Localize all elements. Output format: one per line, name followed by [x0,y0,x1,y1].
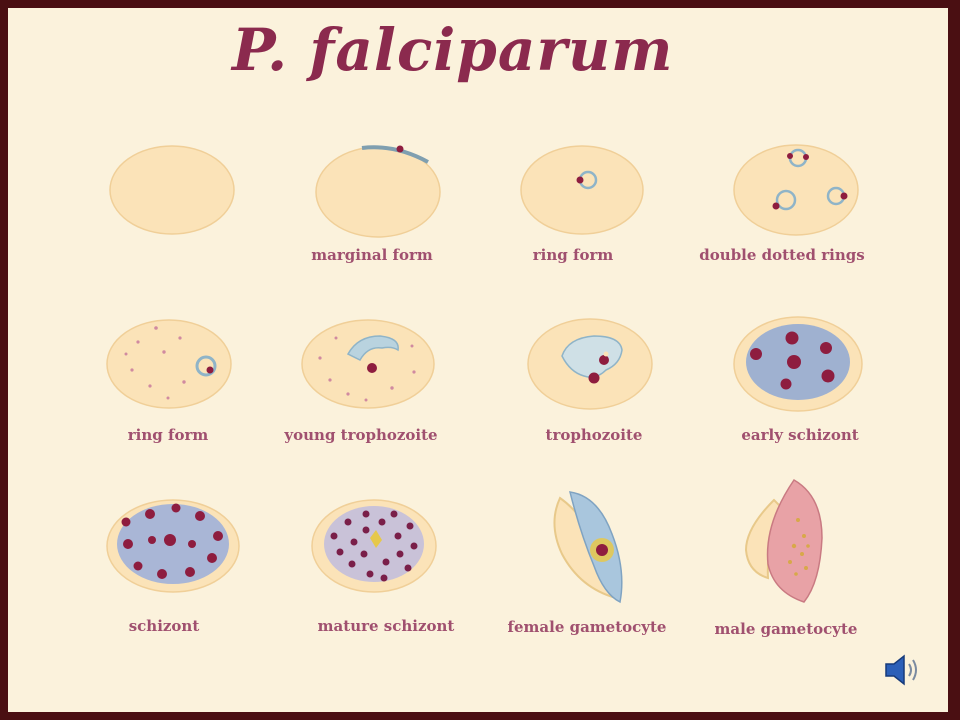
caption-stage-9: schizont [128,617,200,635]
caption-stage-11: female gametocyte [507,618,667,636]
caption-stage-8: early schizont [741,426,859,444]
cell-young-trophozoite [301,319,435,409]
caption-stage-12: male gametocyte [714,620,858,638]
caption-stage-6: young trophozoite [284,426,438,444]
cell-normal-rbc [109,145,235,235]
cell-schizont [106,499,240,593]
caption-stage-7: trophozoite [545,426,643,444]
cell-ring-form [520,145,644,235]
caption-stage-2: marginal form [311,246,433,264]
page-title: P. falciparum [232,16,674,84]
cell-trophozoite [527,318,653,410]
cell-ring-form-stippled [106,319,232,409]
speaker-icon[interactable] [882,652,922,688]
caption-stage-10: mature schizont [317,617,455,635]
cell-female-gametocyte [553,491,623,604]
cell-early-schizont [733,316,863,412]
caption-stage-5: ring form [127,426,209,444]
caption-stage-3: ring form [532,246,614,264]
cell-male-gametocyte [744,479,823,603]
caption-stage-4: double dotted rings [699,246,865,264]
cell-marginal-form [315,145,441,238]
cell-double-dotted-rings [733,144,859,236]
cell-mature-schizont [311,499,437,593]
